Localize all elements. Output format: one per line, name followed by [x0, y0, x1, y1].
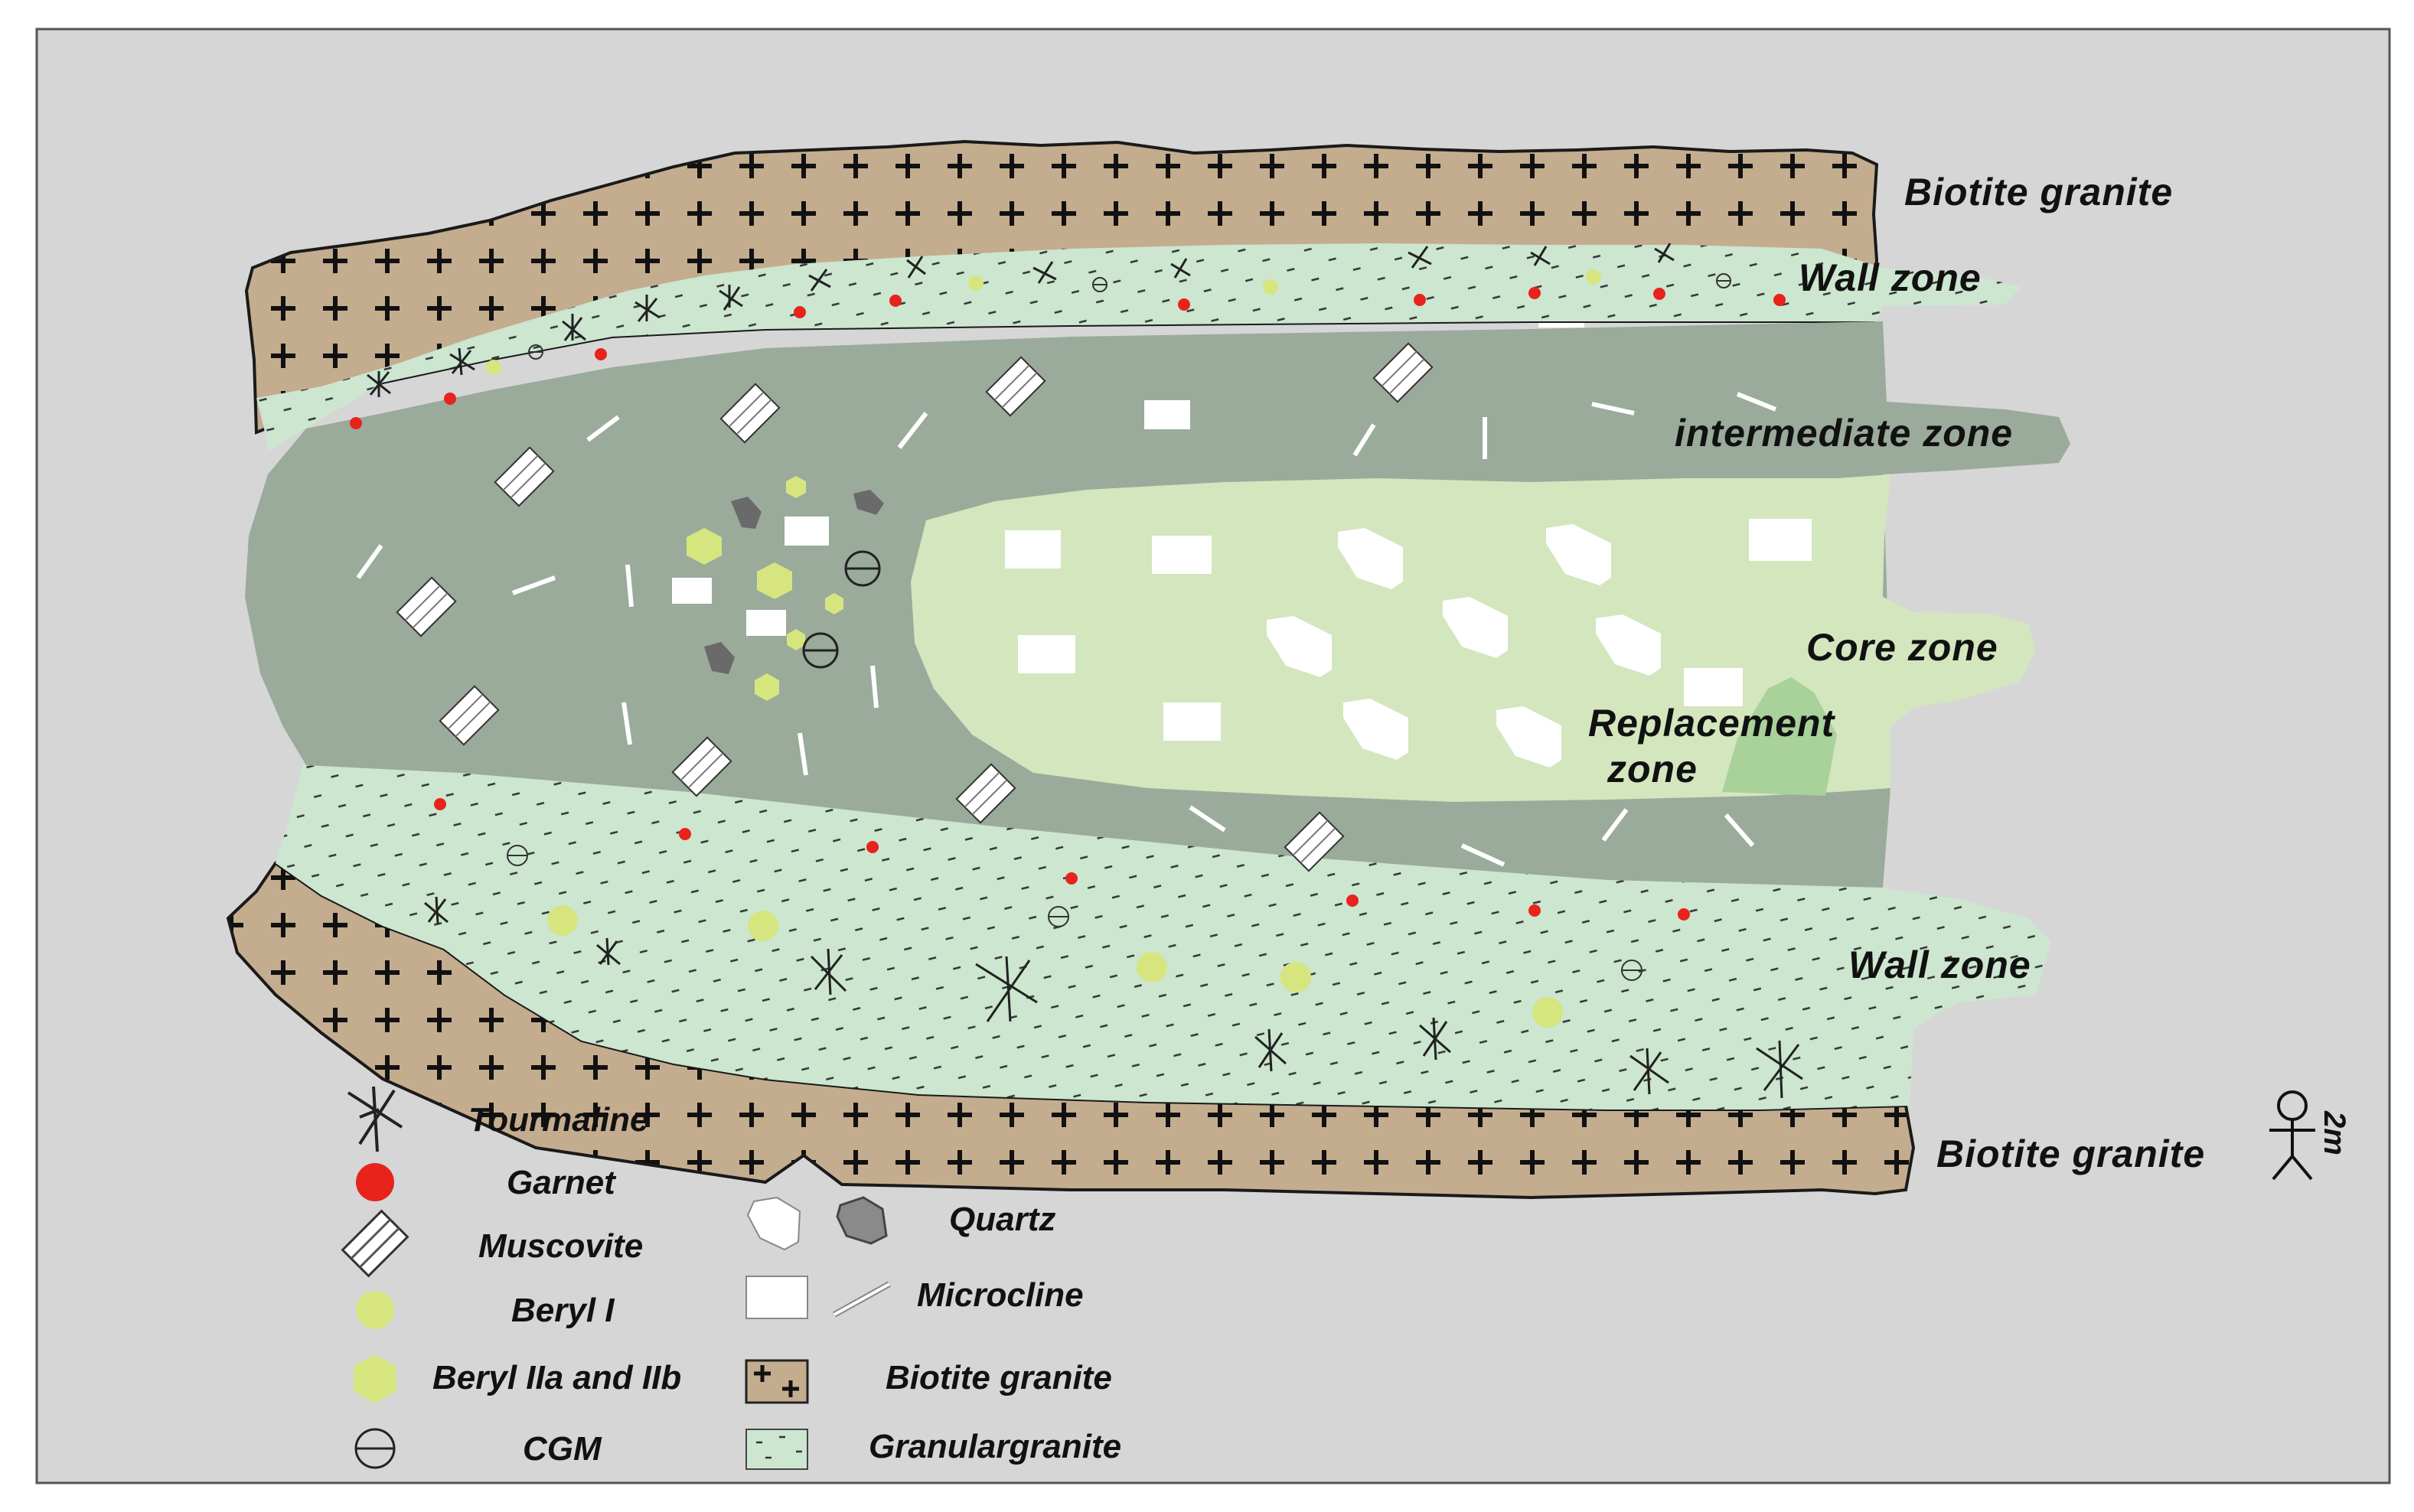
- label-replacement-zone-line2: zone: [1607, 748, 1698, 790]
- label-replacement-zone-line1: Replacement: [1588, 702, 1836, 745]
- muscovite-icon: [396, 342, 1434, 872]
- microcline-icon: [672, 400, 1190, 636]
- quartz-icon: [836, 1196, 888, 1245]
- tourmaline-icon: [347, 1086, 403, 1152]
- legend-label-quartz: Quartz: [949, 1201, 1055, 1238]
- label-wall-zone-top: Wall zone: [1799, 256, 1982, 299]
- scale-person-icon: [2269, 1090, 2315, 1181]
- legend: Tourmaline Garnet Muscovite Beryl I Bery…: [341, 1086, 1121, 1470]
- cgm-icon: [528, 273, 1731, 360]
- label-core-zone: Core zone: [1806, 626, 1998, 669]
- legend-granular-granite: Granulargranite: [745, 1428, 1121, 1470]
- legend-label-tourmaline: Tourmaline: [468, 1101, 649, 1139]
- microcline-icon: [356, 323, 1777, 867]
- beryl-ii-icon: [687, 476, 843, 701]
- beryl-i-icon: [356, 1291, 394, 1329]
- cgm-icon: [354, 1428, 396, 1469]
- tourmaline-icon: [367, 243, 1675, 397]
- legend-label-microcline: Microcline: [917, 1276, 1084, 1314]
- garnet-icon: [356, 1163, 394, 1201]
- legend-label-granular-granite: Granulargranite: [869, 1428, 1121, 1465]
- legend-beryl-ii: Beryl IIa and IIb: [354, 1354, 681, 1403]
- intermediate-zone-minerals: [356, 323, 1777, 872]
- garnet-icon: [434, 798, 1690, 921]
- legend-label-beryl-i: Beryl I: [511, 1292, 615, 1329]
- legend-garnet: Garnet: [356, 1163, 617, 1201]
- core-zone-minerals: [1005, 519, 1812, 767]
- legend-label-muscovite: Muscovite: [478, 1227, 643, 1265]
- legend-label-beryl-ii: Beryl IIa and IIb: [432, 1359, 681, 1396]
- beryl-i-icon: [486, 269, 1601, 375]
- legend-beryl-i: Beryl I: [356, 1291, 615, 1329]
- microcline-icon: [1005, 519, 1812, 741]
- cgm-icon: [802, 550, 881, 669]
- legend-muscovite: Muscovite: [341, 1209, 643, 1278]
- biotite-granite-swatch: [745, 1359, 809, 1404]
- legend-label-biotite-granite: Biotite granite: [886, 1359, 1112, 1396]
- legend-label-cgm: CGM: [523, 1430, 602, 1468]
- wall-zone-top-minerals: [350, 243, 1786, 429]
- wall-zone-bottom-minerals: [424, 798, 1803, 1099]
- wall-zone-top-band: [256, 243, 2021, 451]
- label-wall-zone-bottom: Wall zone: [1848, 943, 2031, 986]
- biotite-granite-bottom-band: [226, 861, 1916, 1200]
- legend-microcline: Microcline: [745, 1276, 1084, 1319]
- legend-tourmaline: Tourmaline: [347, 1086, 649, 1152]
- label-biotite-granite-bottom: Biotite granite: [1936, 1132, 2205, 1175]
- legend-biotite-granite: Biotite granite: [745, 1359, 1112, 1404]
- label-biotite-granite-top: Biotite granite: [1904, 171, 2173, 213]
- wall-zone-bottom-band: [276, 765, 2051, 1110]
- quartz-icon: [746, 1196, 801, 1251]
- legend-quartz: Quartz: [746, 1196, 1055, 1251]
- garnet-icon: [350, 287, 1786, 429]
- tourmaline-icon: [424, 896, 1803, 1099]
- legend-label-garnet: Garnet: [507, 1164, 617, 1201]
- label-intermediate-zone: intermediate zone: [1675, 412, 2013, 455]
- microcline-icon: [745, 1276, 808, 1319]
- granular-granite-swatch: [745, 1429, 808, 1470]
- scale-label: 2m: [2318, 1110, 2351, 1155]
- replacement-zone: [1722, 677, 1837, 796]
- cgm-icon: [507, 845, 1642, 981]
- muscovite-icon: [341, 1209, 409, 1278]
- beryl-ii-icon: [354, 1354, 396, 1403]
- quartz-icon: [1267, 524, 1661, 767]
- legend-cgm: CGM: [354, 1428, 602, 1469]
- quartz-icon: [704, 490, 884, 674]
- beryl-i-icon: [547, 905, 1563, 1028]
